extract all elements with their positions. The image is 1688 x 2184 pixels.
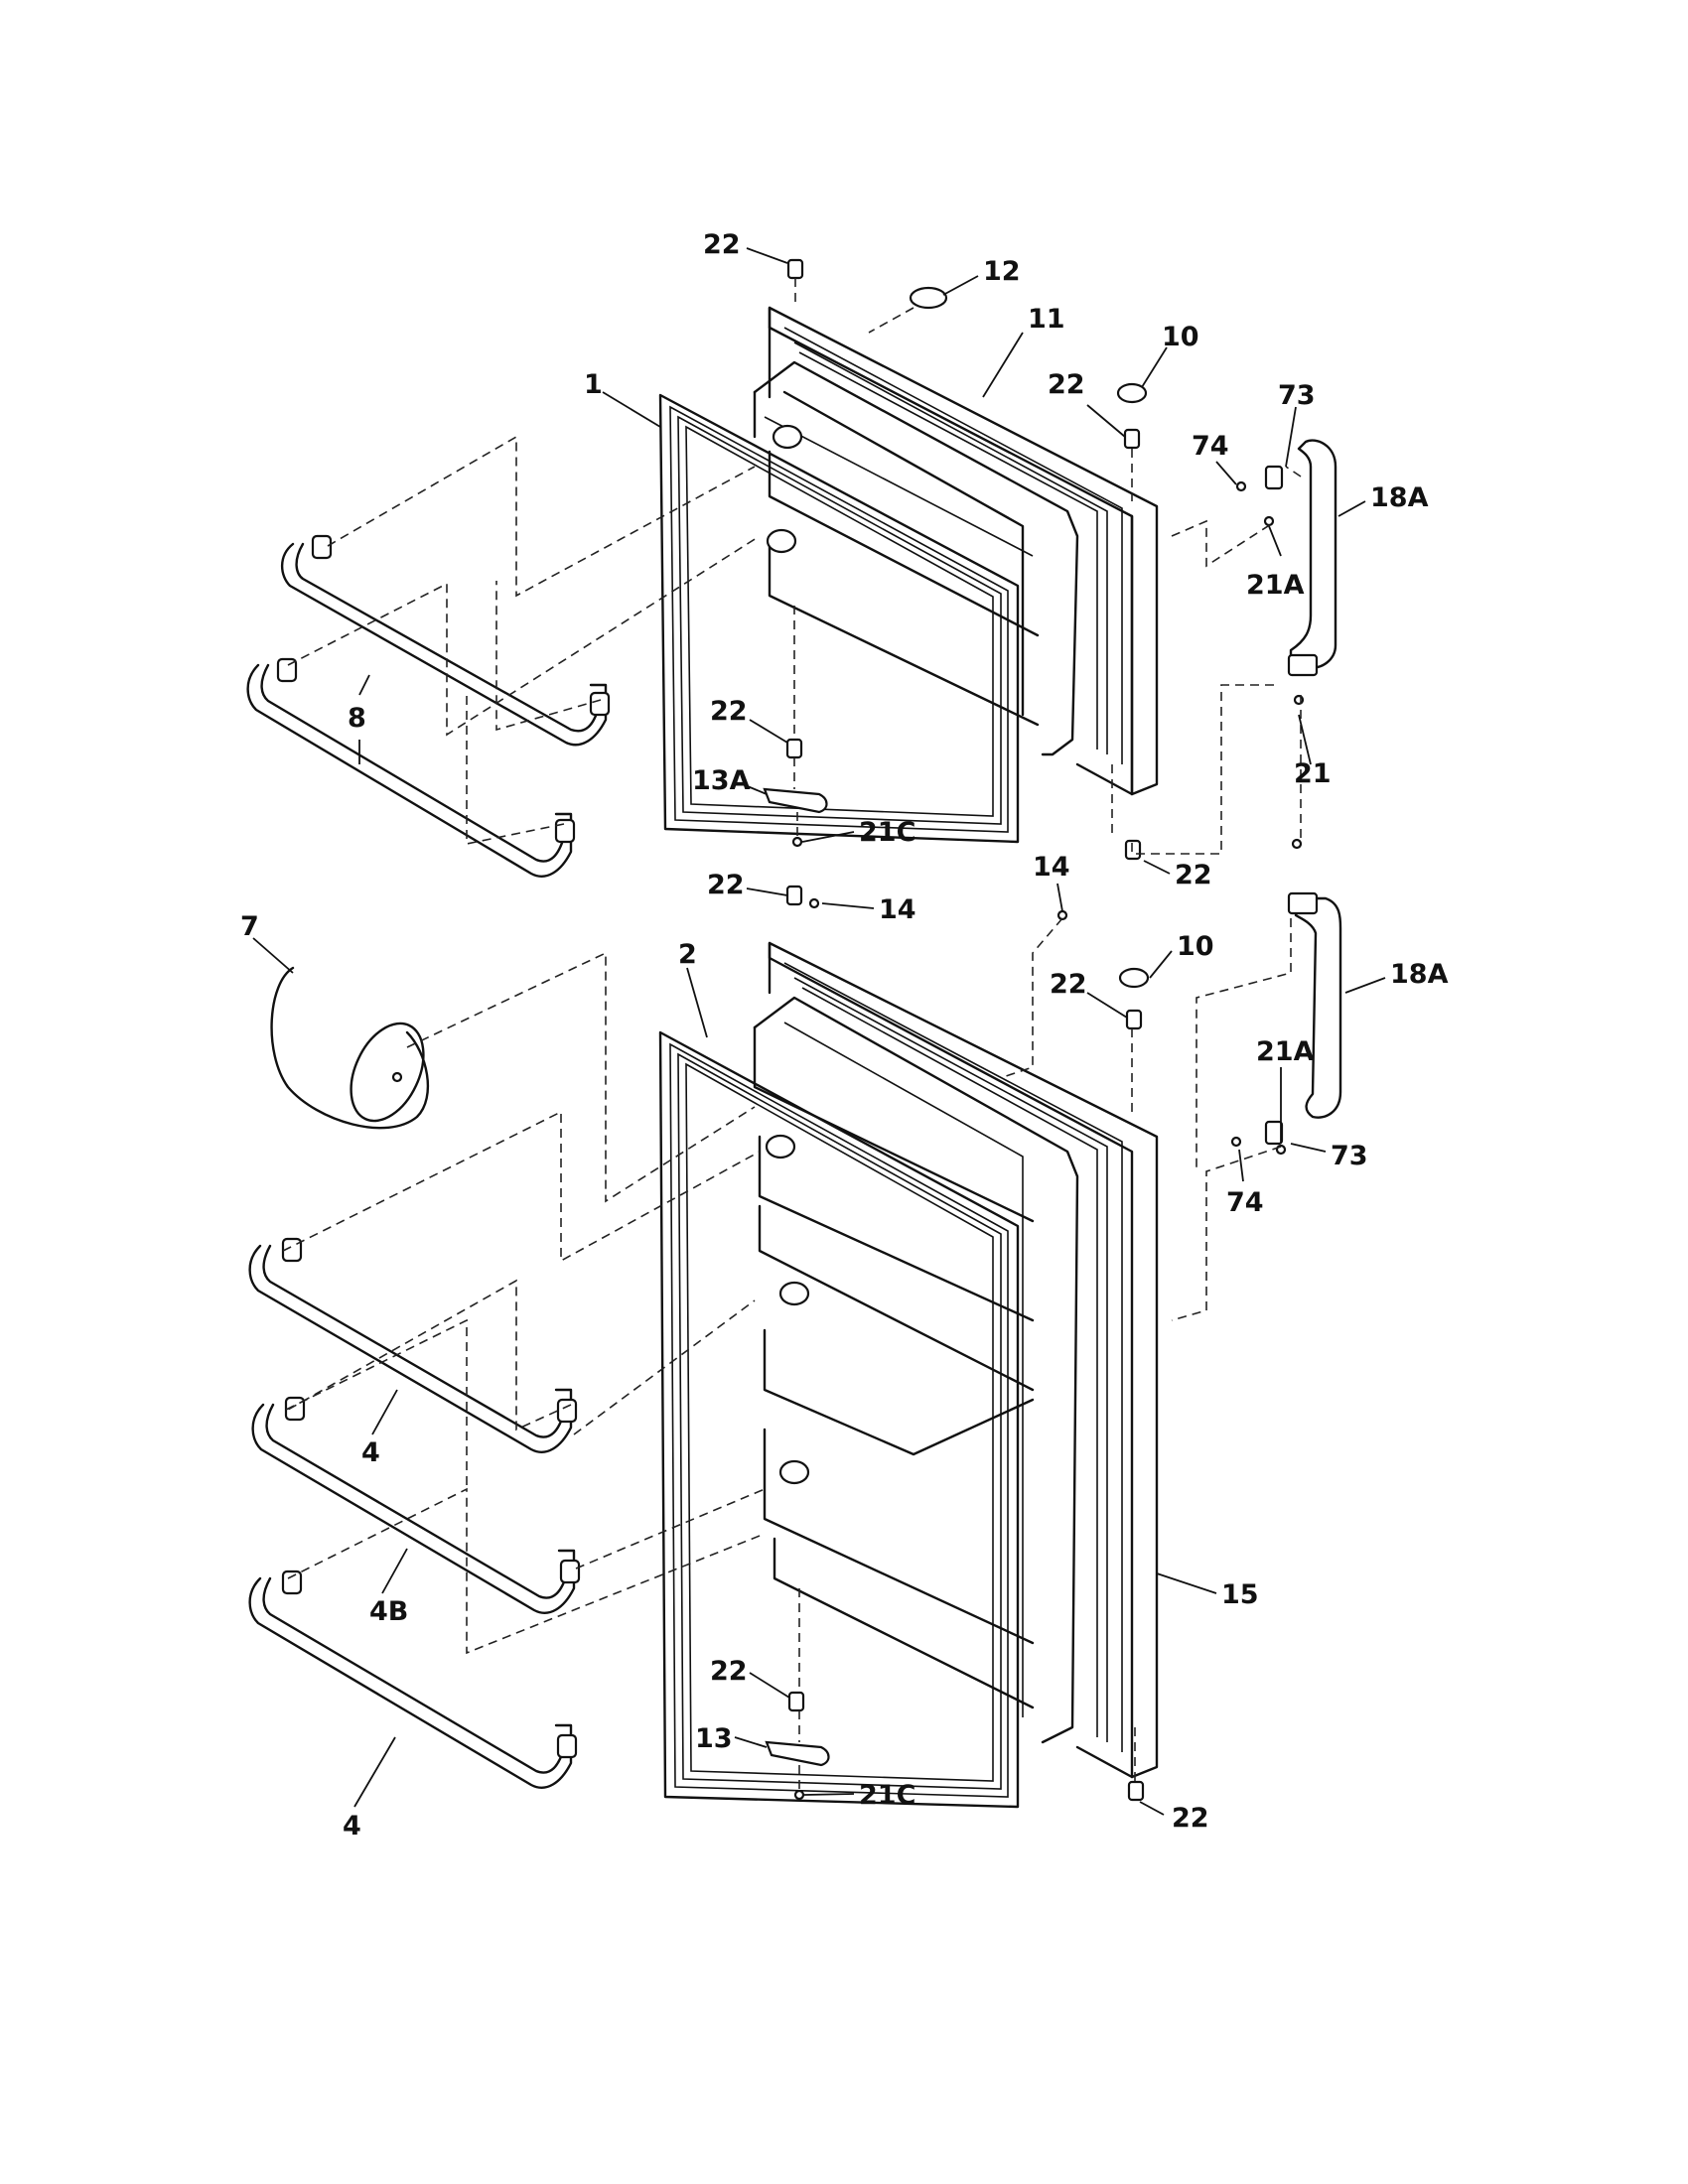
fresh-food-door-assembly: [658, 941, 1159, 1809]
label-part-22: 22: [703, 229, 741, 260]
fresh-food-door-inner-liner: [753, 996, 1079, 1744]
label-part-2: 2: [678, 939, 697, 970]
label-part-4: 4: [343, 1811, 361, 1842]
label-part-22: 22: [1172, 1803, 1209, 1834]
label-part-21C: 21C: [859, 1780, 915, 1811]
label-part-22: 22: [1050, 969, 1087, 1000]
label-part-12: 12: [983, 256, 1021, 287]
door-bar-lower-8: [246, 657, 576, 878]
label-part-21C: 21C: [859, 817, 915, 848]
label-part-18A: 18A: [1390, 959, 1449, 990]
label-part-21A: 21A: [1246, 570, 1305, 601]
freezer-door-gasket: [658, 393, 1020, 844]
freezer-handle-18A: [1264, 439, 1337, 1146]
label-part-13A: 13A: [692, 765, 751, 796]
freezer-door-assembly: [658, 306, 1159, 844]
label-part-14: 14: [1033, 852, 1070, 883]
door-bar-4-lower: [248, 1570, 578, 1789]
assembly-dashed-lines: [282, 278, 1302, 1792]
label-part-74: 74: [1192, 431, 1229, 462]
freezer-door-bars: [246, 534, 611, 878]
dairy-canister-7: [270, 966, 430, 1130]
freezer-door-inner-liner: [753, 360, 1079, 756]
label-part-22: 22: [1048, 369, 1085, 400]
label-part-21A: 21A: [1256, 1036, 1315, 1067]
label-part-10: 10: [1177, 931, 1214, 962]
door-bar-4-upper: [248, 1237, 578, 1453]
leader-lines: [252, 247, 1386, 1816]
fresh-food-door-gasket: [658, 1030, 1020, 1809]
label-part-4: 4: [361, 1437, 380, 1468]
hardware-parts: [763, 258, 1305, 1802]
label-part-13: 13: [695, 1723, 733, 1754]
label-part-22: 22: [1175, 860, 1212, 890]
fresh-food-door-bars: [248, 966, 581, 1789]
label-part-7: 7: [240, 911, 259, 942]
door-bar-upper: [280, 534, 611, 747]
label-part-22: 22: [710, 696, 748, 727]
label-part-10: 10: [1162, 322, 1199, 352]
part-number-labels: 22 12 11 10 22 1 73 74 18A 21A 8 22 13A …: [240, 229, 1449, 1842]
label-part-1: 1: [584, 369, 603, 400]
label-part-22: 22: [707, 870, 745, 900]
label-part-14: 14: [879, 894, 916, 925]
freezer-door-outer-panel: [768, 306, 1159, 796]
label-part-74: 74: [1226, 1187, 1264, 1218]
fresh-food-door-outer-panel: [768, 941, 1159, 1779]
label-part-73: 73: [1331, 1141, 1368, 1171]
fresh-food-handle-18A: [1287, 891, 1342, 1119]
label-part-18A: 18A: [1370, 482, 1429, 513]
label-part-15: 15: [1221, 1579, 1259, 1610]
label-part-21: 21: [1294, 758, 1332, 789]
label-part-11: 11: [1028, 304, 1065, 335]
label-part-22: 22: [710, 1656, 748, 1687]
label-part-8: 8: [348, 703, 366, 734]
label-part-4B: 4B: [369, 1596, 408, 1627]
door-bar-4B: [251, 1396, 581, 1614]
label-part-73: 73: [1278, 380, 1316, 411]
